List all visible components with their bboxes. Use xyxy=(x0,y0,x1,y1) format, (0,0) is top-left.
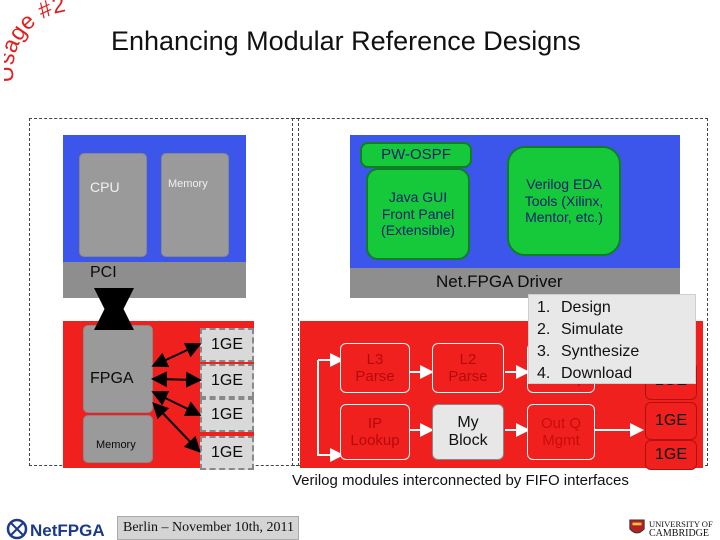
netfpga-logo: NetFPGA xyxy=(6,518,105,540)
step-number: 3. xyxy=(537,343,551,360)
board-port-1: 1GE xyxy=(200,328,254,362)
board-port-4: 1GE xyxy=(200,436,254,470)
pipeline-port-2: 1GE xyxy=(645,402,697,440)
step-number: 4. xyxy=(537,365,551,382)
fpga-label: FPGA xyxy=(90,370,134,387)
usage-number-text: Usage #2 xyxy=(4,0,67,83)
board-port-label: 1GE xyxy=(210,336,243,353)
l3-parse-label: L3 Parse xyxy=(355,350,395,385)
pipeline-port-3: 1GE xyxy=(645,440,697,470)
ip-lookup-module: IP Lookup xyxy=(340,404,410,460)
cambridge-crest-icon xyxy=(629,519,645,534)
out-q-module: Out Q Mgmt xyxy=(527,404,595,460)
pw-ospf-box: PW-OSPF xyxy=(360,142,472,168)
step-number: 1. xyxy=(537,299,551,316)
my-block-module: My Block xyxy=(432,404,504,460)
footer-date: Berlin – November 10th, 2011 xyxy=(117,516,299,540)
java-gui-box: Java GUI Front Panel (Extensible) xyxy=(366,168,470,260)
driver-label: Net.FPGA Driver xyxy=(436,272,563,291)
board-port-2: 1GE xyxy=(200,364,254,398)
usage-number-label: Usage #2 xyxy=(4,0,67,83)
l2-parse-label: L2 Parse xyxy=(448,350,488,385)
step-label: Design xyxy=(561,299,611,316)
cambridge-line-1: UNIVERSITY OF xyxy=(649,519,713,529)
steps-list: 1. Design 2. Simulate 3. Synthesize 4. Downl… xyxy=(528,294,696,384)
pci-label: PCI xyxy=(90,264,117,281)
host-memory-block: Memory xyxy=(161,153,229,257)
step-item: 3. Synthesize xyxy=(537,341,687,363)
netfpga-logo-icon xyxy=(6,518,28,540)
cpu-block: CPU xyxy=(79,153,147,257)
board-memory-label: Memory xyxy=(96,439,136,451)
step-item: 2. Simulate xyxy=(537,319,687,341)
driver-bar: Net.FPGA Driver xyxy=(350,268,680,298)
step-label: Download xyxy=(561,365,633,382)
step-item: 4. Download xyxy=(537,363,687,385)
host-memory-label: Memory xyxy=(168,178,208,190)
ip-lookup-label: IP Lookup xyxy=(350,414,400,449)
netfpga-logo-text: NetFPGA xyxy=(30,521,105,540)
pipeline-port-label: 1GE xyxy=(654,412,687,429)
cambridge-line-2: CAMBRIDGE xyxy=(649,528,710,539)
svg-text:Usage #2: Usage #2 xyxy=(4,0,67,83)
pipeline-caption: Verilog modules interconnected by FIFO i… xyxy=(292,472,629,489)
verilog-tools-label: Verilog EDA Tools (Xilinx, Mentor, etc.) xyxy=(524,175,604,226)
step-label: Simulate xyxy=(561,321,624,338)
fpga-block: FPGA xyxy=(83,325,153,413)
java-gui-label: Java GUI Front Panel (Extensible) xyxy=(381,188,455,239)
pipeline-port-label: 1GE xyxy=(654,446,687,463)
cambridge-logo: UNIVERSITY OF CAMBRIDGE xyxy=(628,517,718,540)
board-memory-block: Memory xyxy=(83,415,153,463)
cpu-label: CPU xyxy=(90,179,120,195)
step-number: 2. xyxy=(537,321,551,338)
board-port-3: 1GE xyxy=(200,398,254,432)
pci-bus: PCI xyxy=(63,262,246,298)
out-q-label: Out Q Mgmt xyxy=(540,414,581,449)
l3-parse-module: L3 Parse xyxy=(340,343,410,393)
board-port-label: 1GE xyxy=(210,444,243,461)
pw-ospf-label: PW-OSPF xyxy=(381,146,451,163)
board-port-label: 1GE xyxy=(210,406,243,423)
board-port-label: 1GE xyxy=(210,372,243,389)
verilog-tools-box: Verilog EDA Tools (Xilinx, Mentor, etc.) xyxy=(507,146,621,256)
l2-parse-module: L2 Parse xyxy=(432,343,504,393)
step-label: Synthesize xyxy=(561,343,640,360)
slide-title: Enhancing Modular Reference Designs xyxy=(111,26,581,56)
step-item: 1. Design xyxy=(537,297,687,319)
my-block-label: My Block xyxy=(448,413,488,449)
